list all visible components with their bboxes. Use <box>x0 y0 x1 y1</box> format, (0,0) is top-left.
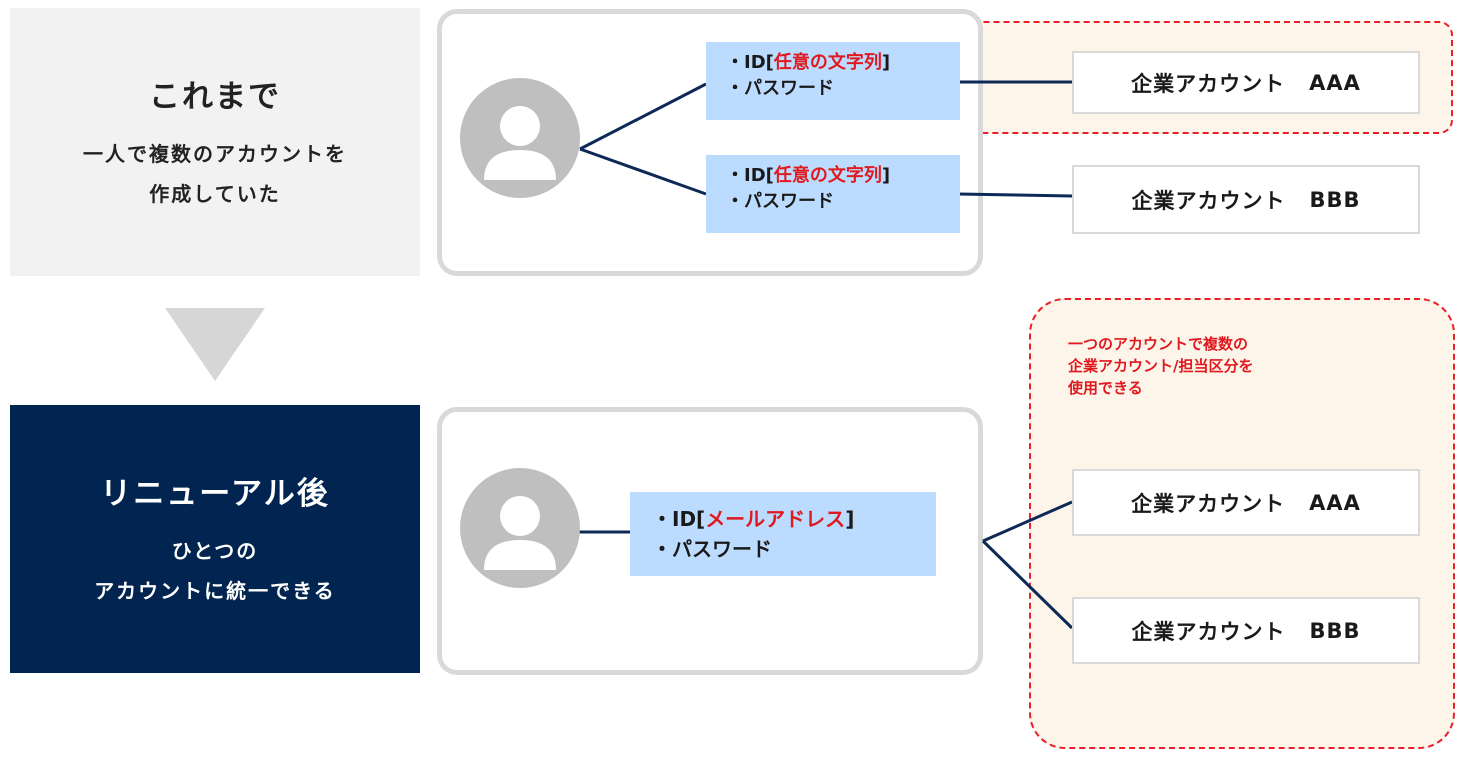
note-line-2: 企業アカウント/担当区分を <box>1068 357 1254 375</box>
account-code: BBB <box>1309 618 1361 643</box>
connector-line <box>982 500 1073 543</box>
account-box-before-bbb: 企業アカウント BBB <box>1072 165 1420 234</box>
before-line-1: 一人で複数のアカウントを <box>83 141 347 166</box>
connector-line <box>957 192 1073 198</box>
id-suffix: ] <box>845 507 855 531</box>
account-box-before-aaa: 企業アカウント AAA <box>1072 51 1420 114</box>
down-arrow-icon <box>165 308 265 381</box>
id-value: 任意の文字列 <box>773 165 882 186</box>
id-prefix: ・ID[ <box>652 507 706 531</box>
account-code: AAA <box>1309 70 1361 95</box>
before-panel: これまで 一人で複数のアカウントを 作成していた <box>10 8 420 276</box>
password-line: ・パスワード <box>652 537 772 561</box>
id-prefix: ・ID[ <box>726 52 774 73</box>
connector-line <box>981 539 1074 630</box>
id-value: 任意の文字列 <box>773 52 882 73</box>
account-box-after-bbb: 企業アカウント BBB <box>1072 597 1420 664</box>
after-panel: リニューアル後 ひとつの アカウントに統一できる <box>10 405 420 673</box>
before-title: これまで <box>149 78 281 115</box>
after-line-2: アカウントに統一できる <box>94 578 336 603</box>
account-label: 企業アカウント <box>1131 491 1286 516</box>
note-line-3: 使用できる <box>1068 379 1143 397</box>
id-suffix: ] <box>881 52 891 73</box>
id-line: ・ID[任意の文字列] <box>726 163 960 189</box>
credential-box-before-1: ・ID[任意の文字列] ・パスワード <box>706 42 960 120</box>
id-line: ・ID[メールアドレス] <box>652 504 936 534</box>
id-suffix: ] <box>881 165 891 186</box>
account-label: 企業アカウント <box>1131 619 1286 644</box>
id-value: メールアドレス <box>705 507 846 531</box>
credential-box-after: ・ID[メールアドレス] ・パスワード <box>630 492 936 576</box>
account-code: BBB <box>1309 187 1361 212</box>
avatar-icon <box>460 468 580 588</box>
after-line-1: ひとつの <box>171 538 259 563</box>
after-title: リニューアル後 <box>100 475 330 512</box>
password-line: ・パスワード <box>726 78 834 99</box>
id-line: ・ID[任意の文字列] <box>726 50 960 76</box>
account-box-after-aaa: 企業アカウント AAA <box>1072 469 1420 536</box>
id-prefix: ・ID[ <box>726 165 774 186</box>
connector-line <box>579 147 707 196</box>
account-label: 企業アカウント <box>1131 71 1286 96</box>
avatar-icon <box>460 78 580 198</box>
note-line-1: 一つのアカウントで複数の <box>1068 335 1249 353</box>
note-text: 一つのアカウントで複数の 企業アカウント/担当区分を 使用できる <box>1068 333 1408 399</box>
credential-box-before-2: ・ID[任意の文字列] ・パスワード <box>706 155 960 233</box>
password-line: ・パスワード <box>726 191 834 212</box>
account-code: AAA <box>1309 490 1361 515</box>
connector-line <box>579 82 707 151</box>
account-label: 企業アカウント <box>1131 188 1286 213</box>
before-line-2: 作成していた <box>149 181 281 206</box>
